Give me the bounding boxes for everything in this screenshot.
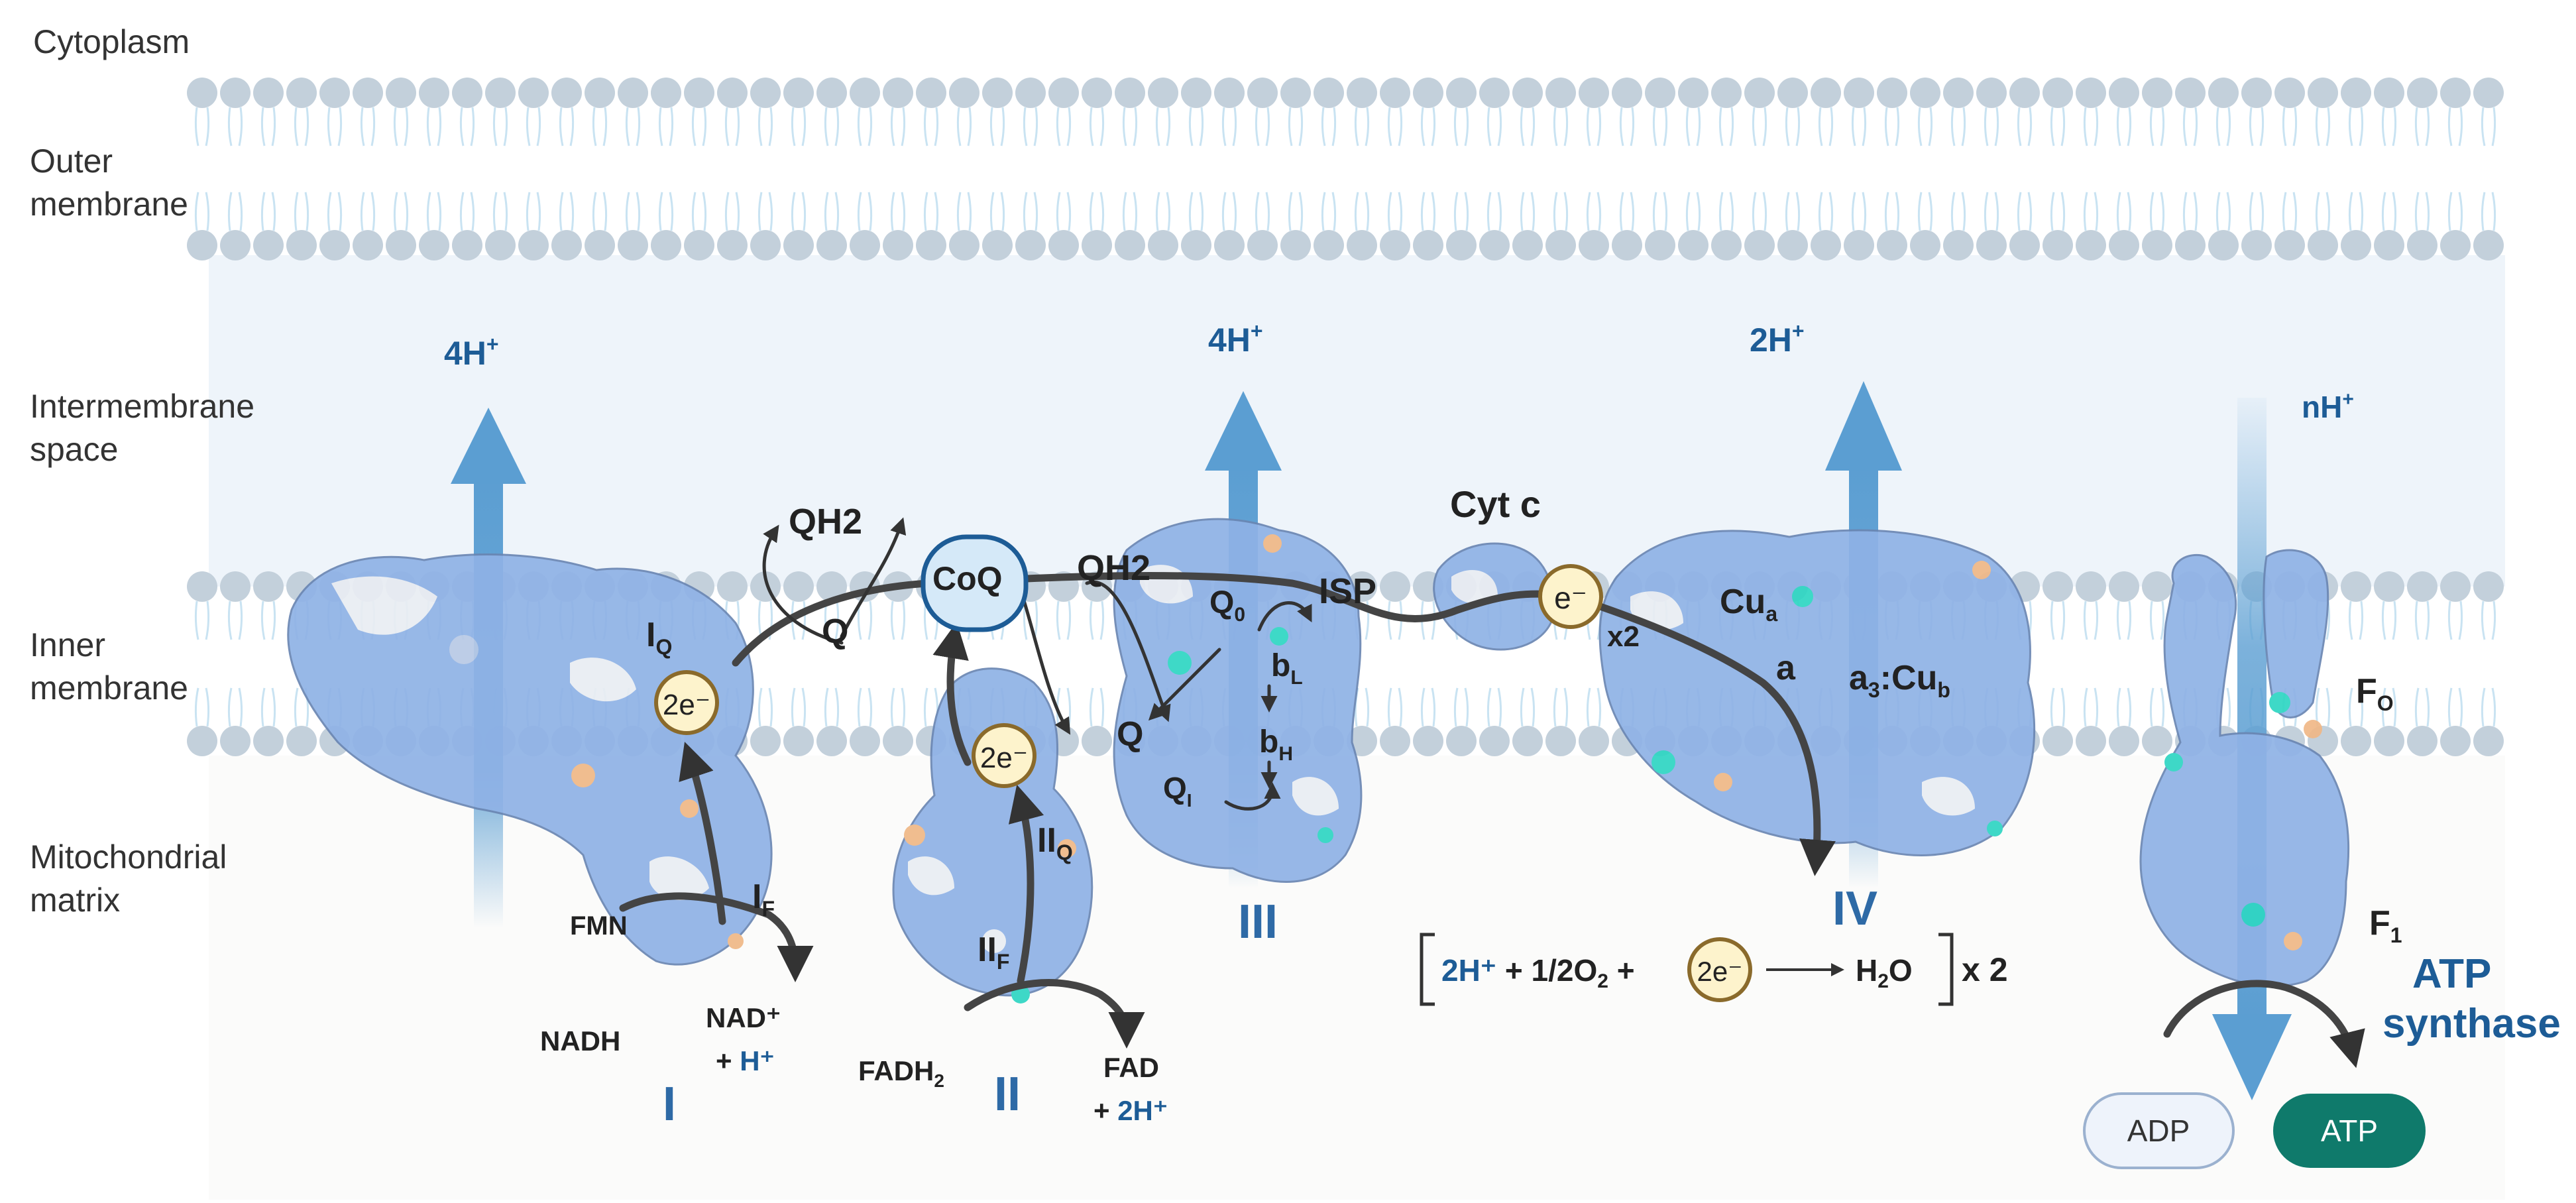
fmn-label: FMN: [570, 911, 628, 941]
qh2-top-label: QH2: [789, 502, 862, 542]
atp-synthase-protein: [2139, 549, 2350, 988]
q-cycle-arrows: [762, 517, 1312, 811]
complex-ii-iiq-label: IIQ: [1037, 821, 1073, 864]
complex-iii-numeral: III: [1238, 895, 1278, 948]
f1-label: F1: [2369, 904, 2402, 947]
isp-label: ISP: [1319, 571, 1376, 611]
fad-label-line1: FAD: [1103, 1052, 1159, 1083]
nad-label-line1: NAD⁺: [706, 1002, 781, 1033]
region-matrix-line2: matrix: [30, 882, 120, 919]
q-left-label: Q: [822, 612, 848, 651]
outer-membrane: [187, 78, 2504, 260]
coq-pool-oval: [921, 534, 1029, 632]
complex-ii-iif-label: IIF: [978, 931, 1009, 974]
complex-ii-electron-label: 2e⁻: [980, 742, 1028, 774]
nadh-label: NADH: [540, 1025, 620, 1057]
bh-label: bH: [1259, 724, 1293, 765]
complex-iii-q0-label: Q0: [1209, 585, 1245, 626]
qh2-right-label: QH2: [1077, 548, 1150, 588]
complex-iii-q-label: Q: [1117, 715, 1143, 754]
region-outer-membrane-line2: membrane: [30, 186, 188, 223]
cyt-c-label: Cyt c: [1450, 483, 1541, 525]
complex-iii-qi-label: QI: [1163, 771, 1192, 811]
atp-pill: ATP: [2273, 1094, 2426, 1168]
equation-electron: 2e⁻: [1697, 956, 1743, 987]
electron-circle-complex-i: 2e⁻: [654, 670, 719, 735]
complex-i-iq-label: IQ: [646, 616, 672, 659]
intermembrane-space-bg: [209, 255, 2505, 587]
region-inner-membrane-line1: Inner: [30, 626, 105, 663]
fadh2-label: FADH2: [858, 1055, 944, 1091]
adp-label: ADP: [2127, 1114, 2190, 1148]
electron-path: [619, 571, 2365, 1068]
proton-label-complex-iii: 4H+: [1208, 319, 1263, 359]
region-cytoplasm: Cytoplasm: [33, 23, 190, 60]
proton-label-complex-i: 4H+: [444, 332, 499, 372]
adp-pill: ADP: [2083, 1092, 2235, 1169]
complex-i-protein: [287, 553, 773, 966]
complex-iv-a3cub-label: a3:Cub: [1849, 659, 1950, 702]
complex-iv-numeral: IV: [1832, 882, 1877, 935]
nad-label-line2: + H⁺: [716, 1045, 775, 1076]
atp-label: ATP: [2321, 1114, 2378, 1148]
electron-circle-cyt-c: e⁻: [1538, 564, 1603, 629]
coq-label: CoQ: [932, 560, 1003, 597]
complex-i-electron-label: 2e⁻: [663, 689, 710, 721]
fo-label: FO: [2356, 672, 2394, 715]
region-inner-membrane-line2: membrane: [30, 669, 188, 707]
region-matrix-line1: Mitochondrial: [30, 838, 227, 876]
fad-label-line2: + 2H⁺: [1093, 1095, 1168, 1126]
atp-synthase-name-line1: ATP: [2412, 951, 2491, 997]
atp-synthase-name-line2: synthase: [2382, 1001, 2561, 1047]
complex-i-numeral: I: [663, 1078, 676, 1131]
oxygen-reduction-equation: 2H⁺ + 1/2O2 + 2e⁻ H2O x 2: [1420, 933, 2008, 1006]
electron-circle-complex-ii: 2e⁻: [972, 723, 1036, 788]
cyt-c-multiplier: x2: [1607, 620, 1640, 653]
complex-i-if-label: IF: [752, 878, 775, 921]
complex-iv-protein: [1598, 529, 2036, 856]
complex-iv-cua-label: Cua: [1720, 583, 1777, 626]
complex-iv-a-label: a: [1776, 649, 1796, 687]
proton-label-complex-iv: 2H+: [1750, 319, 1805, 359]
equation-reactants: 2H⁺ + 1/2O2 +: [1441, 953, 1635, 992]
cyt-c-electron-label: e⁻: [1554, 581, 1587, 615]
region-outer-membrane-line1: Outer: [30, 143, 113, 180]
proton-label-atp-synthase: nH+: [2302, 388, 2354, 424]
region-intermembrane-line1: Intermembrane: [30, 388, 254, 425]
complex-ii-numeral: II: [994, 1068, 1021, 1121]
equation-multiplier: x 2: [1962, 951, 2008, 988]
region-intermembrane-line2: space: [30, 431, 118, 468]
equation-product: H2O: [1856, 953, 1913, 992]
bl-label: bL: [1271, 648, 1303, 689]
